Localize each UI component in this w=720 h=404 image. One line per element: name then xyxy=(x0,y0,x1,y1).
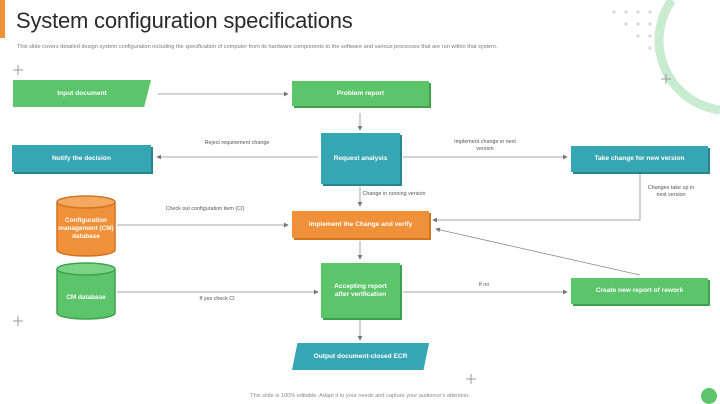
node-request-analysis: Request analysis xyxy=(321,133,400,184)
node-notify-decision: Notify the decision xyxy=(12,145,151,172)
page-footer: This slide is 100% editable. Adapt it to… xyxy=(250,393,470,399)
node-cm-database-cylinder xyxy=(56,262,116,320)
node-cm-config-database-cylinder xyxy=(56,195,116,257)
node-accepting-report: Accepting report after verification xyxy=(321,263,400,318)
node-cm-database-label: CM database xyxy=(66,294,106,301)
label-if-no: If no xyxy=(478,282,490,288)
page-title: System configuration specifications xyxy=(16,8,353,33)
node-input-document: Input document xyxy=(13,80,151,107)
label-implement-next: Implement change in next version xyxy=(454,139,516,152)
edge-create-to-implement xyxy=(435,227,641,276)
page-subtitle: This slide covers detailed design system… xyxy=(17,44,498,50)
label-change-running: Change in running version xyxy=(362,191,426,197)
title-accent-bar xyxy=(0,0,5,38)
node-create-report: Create new report of rework xyxy=(571,278,708,304)
label-check-out: Check out configuration item (CI) xyxy=(165,206,245,212)
label-changes-next: Changes take up in next version xyxy=(647,185,695,198)
node-cm-config-database-label: Configuration management (CM) database xyxy=(58,217,114,240)
label-if-yes: If yes check CI xyxy=(199,296,235,302)
node-problem-report: Problem report xyxy=(292,81,429,106)
node-implement-change: Implement the Change and verify xyxy=(292,211,429,238)
node-output-document: Output document-closed ECR xyxy=(292,343,429,370)
node-take-change: Take change for new version xyxy=(571,146,708,172)
label-reject: Reject requirement change xyxy=(204,140,270,146)
edge-take-to-implement xyxy=(432,173,641,223)
